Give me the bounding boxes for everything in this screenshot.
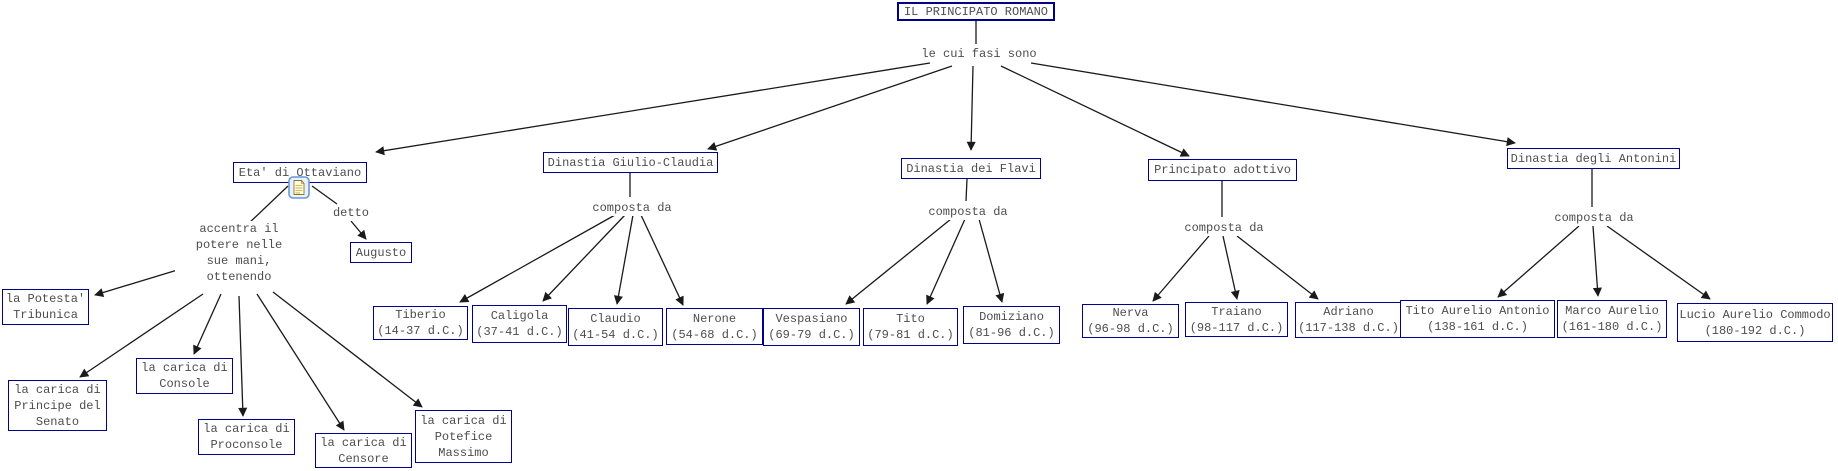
concept-claudio[interactable]: Claudio (41-54 d.C.) xyxy=(568,308,663,346)
concept-proconsole[interactable]: la carica di Proconsole xyxy=(198,419,295,455)
concept-augusto[interactable]: Augusto xyxy=(350,242,412,263)
concept-il-principato-romano[interactable]: IL PRINCIPATO ROMANO xyxy=(897,2,1055,21)
concept-nerone[interactable]: Nerone (54-68 d.C.) xyxy=(666,308,763,345)
concept-principe-del-senato[interactable]: la carica di Principe del Senato xyxy=(8,380,107,431)
concept-tito-aurelio-antonio[interactable]: Tito Aurelio Antonio (138-161 d.C.) xyxy=(1400,300,1555,338)
link-label-le-cui-fasi-sono[interactable]: le cui fasi sono xyxy=(918,46,1040,62)
concept-traiano[interactable]: Traiano (98-117 d.C.) xyxy=(1185,302,1288,337)
arrow-connector-segments xyxy=(79,62,1711,431)
concept-adriano[interactable]: Adriano (117-138 d.C.) xyxy=(1295,302,1402,338)
concept-dinastia-degli-antonini[interactable]: Dinastia degli Antonini xyxy=(1507,148,1680,169)
concept-console[interactable]: la carica di Console xyxy=(136,358,233,394)
plain-connector-segments xyxy=(246,20,1593,226)
link-label-accentra-il-potere[interactable]: accentra il potere nelle sue mani, otten… xyxy=(175,221,303,285)
concept-nerva[interactable]: Nerva (96-98 d.C.) xyxy=(1082,304,1179,338)
concept-tiberio[interactable]: Tiberio (14-37 d.C.) xyxy=(373,306,468,340)
concept-dinastia-giulio-claudia[interactable]: Dinastia Giulio-Claudia xyxy=(543,152,718,173)
concept-caligola[interactable]: Caligola (37-41 d.C.) xyxy=(472,305,567,343)
concept-marco-aurelio[interactable]: Marco Aurelio (161-180 d.C.) xyxy=(1557,300,1667,338)
note-resource-icon[interactable] xyxy=(288,176,310,199)
link-label-detto[interactable]: detto xyxy=(328,205,374,221)
concept-dinastia-dei-flavi[interactable]: Dinastia dei Flavi xyxy=(901,158,1041,179)
concept-principato-adottivo[interactable]: Principato adottivo xyxy=(1148,159,1297,181)
concept-eta-di-ottaviano[interactable]: Eta' di Ottaviano xyxy=(233,162,367,183)
concept-potesta-tribunica[interactable]: la Potesta' Tribunica xyxy=(2,289,89,325)
link-label-composta-da-antonini[interactable]: composta da xyxy=(1552,210,1636,226)
concept-lucio-aurelio-commodo[interactable]: Lucio Aurelio Commodo (180-192 d.C.) xyxy=(1677,303,1833,342)
concept-vespasiano[interactable]: Vespasiano (69-79 d.C.) xyxy=(763,308,860,346)
link-label-composta-da-giulio-claudia[interactable]: composta da xyxy=(590,200,674,216)
link-label-composta-da-adottivo[interactable]: composta da xyxy=(1182,220,1266,236)
concept-censore[interactable]: la carica di Censore xyxy=(315,433,412,468)
concept-tito[interactable]: Tito (79-81 d.C.) xyxy=(863,308,958,346)
link-label-composta-da-flavi[interactable]: composta da xyxy=(926,204,1010,220)
concept-domiziano[interactable]: Domiziano (81-96 d.C.) xyxy=(963,306,1060,344)
concept-potefice-massimo[interactable]: la carica di Potefice Massimo xyxy=(415,410,512,463)
